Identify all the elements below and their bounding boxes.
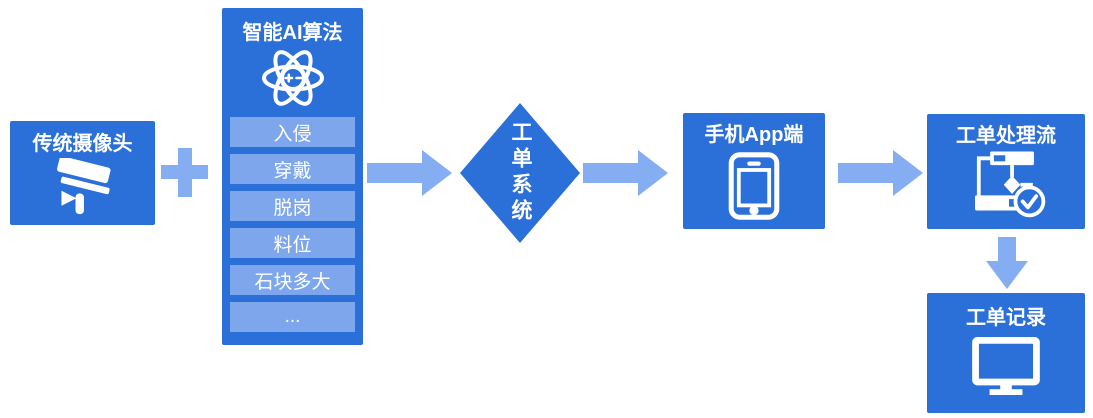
node-ai-algorithm: 智能AI算法 入侵 穿戴 脱岗 料位 石块多大 <box>222 8 363 345</box>
cctv-camera-icon <box>50 156 116 216</box>
arrow-right-icon <box>583 150 668 201</box>
desktop-monitor-icon <box>972 337 1040 395</box>
arrow-down-icon <box>986 237 1028 294</box>
work-order-flow-title: 工单处理流 <box>956 125 1056 147</box>
work-order-records-title: 工单记录 <box>966 307 1046 329</box>
ai-item-off-post: 脱岗 <box>230 191 355 221</box>
workflow-check-icon <box>965 150 1047 218</box>
smartphone-icon <box>727 151 781 221</box>
node-work-order-flow: 工单处理流 <box>927 114 1085 229</box>
work-order-system-title: 工单系统 <box>509 121 532 225</box>
diamond-shape <box>460 103 580 243</box>
ai-detection-list: 入侵 穿戴 脱岗 料位 石块多大 ... <box>222 117 363 332</box>
arrow-right-icon <box>838 150 923 201</box>
ai-item-stone-size: 石块多大 <box>230 265 355 295</box>
node-work-order-system: 工单系统 <box>460 103 580 243</box>
node-mobile-app: 手机App端 <box>683 113 825 229</box>
ai-item-more: ... <box>230 302 355 332</box>
ai-algorithm-title: 智能AI算法 <box>242 22 343 44</box>
ai-item-intrusion: 入侵 <box>230 117 355 147</box>
ai-item-material: 料位 <box>230 228 355 258</box>
traditional-camera-title: 传统摄像头 <box>32 133 133 155</box>
arrow-right-icon <box>367 150 452 201</box>
atom-algorithm-icon <box>261 50 325 106</box>
ai-item-wearing: 穿戴 <box>230 154 355 184</box>
node-traditional-camera: 传统摄像头 <box>10 121 155 225</box>
node-work-order-records: 工单记录 <box>927 293 1085 413</box>
plus-icon <box>161 148 208 197</box>
mobile-app-title: 手机App端 <box>704 124 804 146</box>
